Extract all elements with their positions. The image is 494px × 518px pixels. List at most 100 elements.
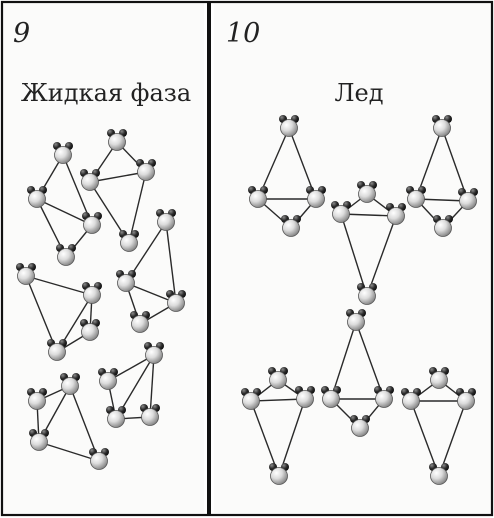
oxygen-atom — [402, 392, 420, 410]
oxygen-atom — [81, 173, 99, 191]
water-molecule — [429, 463, 449, 485]
tetrahedral-cluster — [116, 209, 186, 333]
tetrahedral-cluster — [98, 342, 164, 428]
hydrogen-bond-line — [149, 354, 155, 418]
water-molecule — [107, 129, 127, 151]
hydrogen-bond-line — [340, 213, 368, 297]
hydrogen-bond-line — [128, 171, 147, 244]
water-molecule — [116, 270, 136, 292]
water-molecule — [27, 186, 47, 208]
oxygen-atom — [407, 190, 425, 208]
hydrogen-bond-line — [250, 398, 306, 402]
water-molecule — [16, 263, 36, 285]
oxygen-atom — [108, 133, 126, 151]
oxygen-atom — [141, 408, 159, 426]
water-molecule — [144, 342, 164, 364]
tetrahedral-cluster — [248, 115, 326, 237]
water-molecule — [156, 209, 176, 231]
water-molecule — [357, 283, 377, 305]
water-molecule — [130, 311, 150, 333]
right-panel-title: Лед — [334, 79, 383, 107]
oxygen-atom — [131, 315, 149, 333]
water-molecule — [241, 388, 261, 410]
water-molecule — [321, 386, 341, 408]
oxygen-atom — [81, 323, 99, 341]
hydrogen-bond-line — [355, 321, 385, 400]
tetrahedral-cluster — [331, 181, 406, 305]
oxygen-atom — [332, 205, 350, 223]
oxygen-atom — [61, 377, 79, 395]
oxygen-atom — [99, 372, 117, 390]
water-molecule — [89, 448, 109, 470]
liquid-phase-panel: 9 Жидкая фаза — [3, 3, 204, 513]
water-molecule — [106, 406, 126, 428]
oxygen-atom — [296, 390, 314, 408]
oxygen-atom — [90, 452, 108, 470]
water-molecule — [269, 463, 289, 485]
water-molecule — [456, 388, 476, 410]
water-molecule — [53, 142, 73, 164]
oxygen-atom — [17, 267, 35, 285]
liquid-water-molecules — [16, 129, 186, 470]
oxygen-atom — [242, 392, 260, 410]
hydrogen-bond-line — [89, 171, 147, 183]
water-molecule — [140, 404, 160, 426]
oxygen-atom — [433, 119, 451, 137]
water-molecule — [458, 188, 478, 210]
water-molecule — [279, 115, 299, 137]
left-panel-title: Жидкая фаза — [21, 79, 191, 107]
hydrogen-bond-line — [25, 275, 93, 296]
water-molecule — [80, 169, 100, 191]
oxygen-atom — [387, 207, 405, 225]
water-molecule — [248, 186, 268, 208]
oxygen-atom — [30, 433, 48, 451]
water-molecule — [82, 282, 102, 304]
oxygen-atom — [269, 371, 287, 389]
oxygen-atom — [57, 248, 75, 266]
oxygen-atom — [307, 190, 325, 208]
water-molecule — [60, 373, 80, 395]
water-molecule — [56, 244, 76, 266]
ice-lattice-molecules — [241, 115, 478, 485]
oxygen-atom — [270, 467, 288, 485]
left-panel-number: 9 — [13, 18, 30, 49]
water-molecule — [401, 388, 421, 410]
oxygen-atom — [249, 190, 267, 208]
oxygen-atom — [280, 119, 298, 137]
oxygen-atom — [83, 216, 101, 234]
hydrogen-bond-line — [36, 198, 93, 226]
oxygen-atom — [351, 419, 369, 437]
oxygen-atom — [137, 163, 155, 181]
oxygen-atom — [54, 146, 72, 164]
oxygen-atom — [322, 390, 340, 408]
right-panel-number: 10 — [226, 18, 260, 49]
oxygen-atom — [282, 219, 300, 237]
hydrogen-bond-line — [330, 321, 357, 400]
tetrahedral-cluster — [80, 129, 156, 252]
water-molecule — [346, 309, 366, 331]
water-molecule — [386, 203, 406, 225]
hydrogen-bond-line — [165, 221, 177, 304]
ice-panel: 10 Лед — [214, 3, 491, 513]
oxygen-atom — [117, 274, 135, 292]
oxygen-atom — [157, 213, 175, 231]
oxygen-atom — [375, 390, 393, 408]
water-molecule — [119, 230, 139, 252]
oxygen-atom — [167, 294, 185, 312]
tetrahedral-cluster — [16, 263, 102, 361]
tetrahedral-cluster — [27, 373, 109, 470]
water-molecule — [268, 367, 288, 389]
tetrahedral-cluster — [241, 367, 315, 485]
oxygen-atom — [48, 343, 66, 361]
hydrogen-bond-line — [38, 441, 100, 462]
water-molecule — [166, 290, 186, 312]
water-molecule — [80, 319, 100, 341]
water-molecule — [432, 115, 452, 137]
water-molecule — [98, 368, 118, 390]
tetrahedral-cluster — [406, 115, 478, 237]
hydrogen-bond-line — [125, 282, 177, 304]
oxygen-atom — [358, 185, 376, 203]
water-molecule — [433, 215, 453, 237]
water-molecule — [295, 386, 315, 408]
